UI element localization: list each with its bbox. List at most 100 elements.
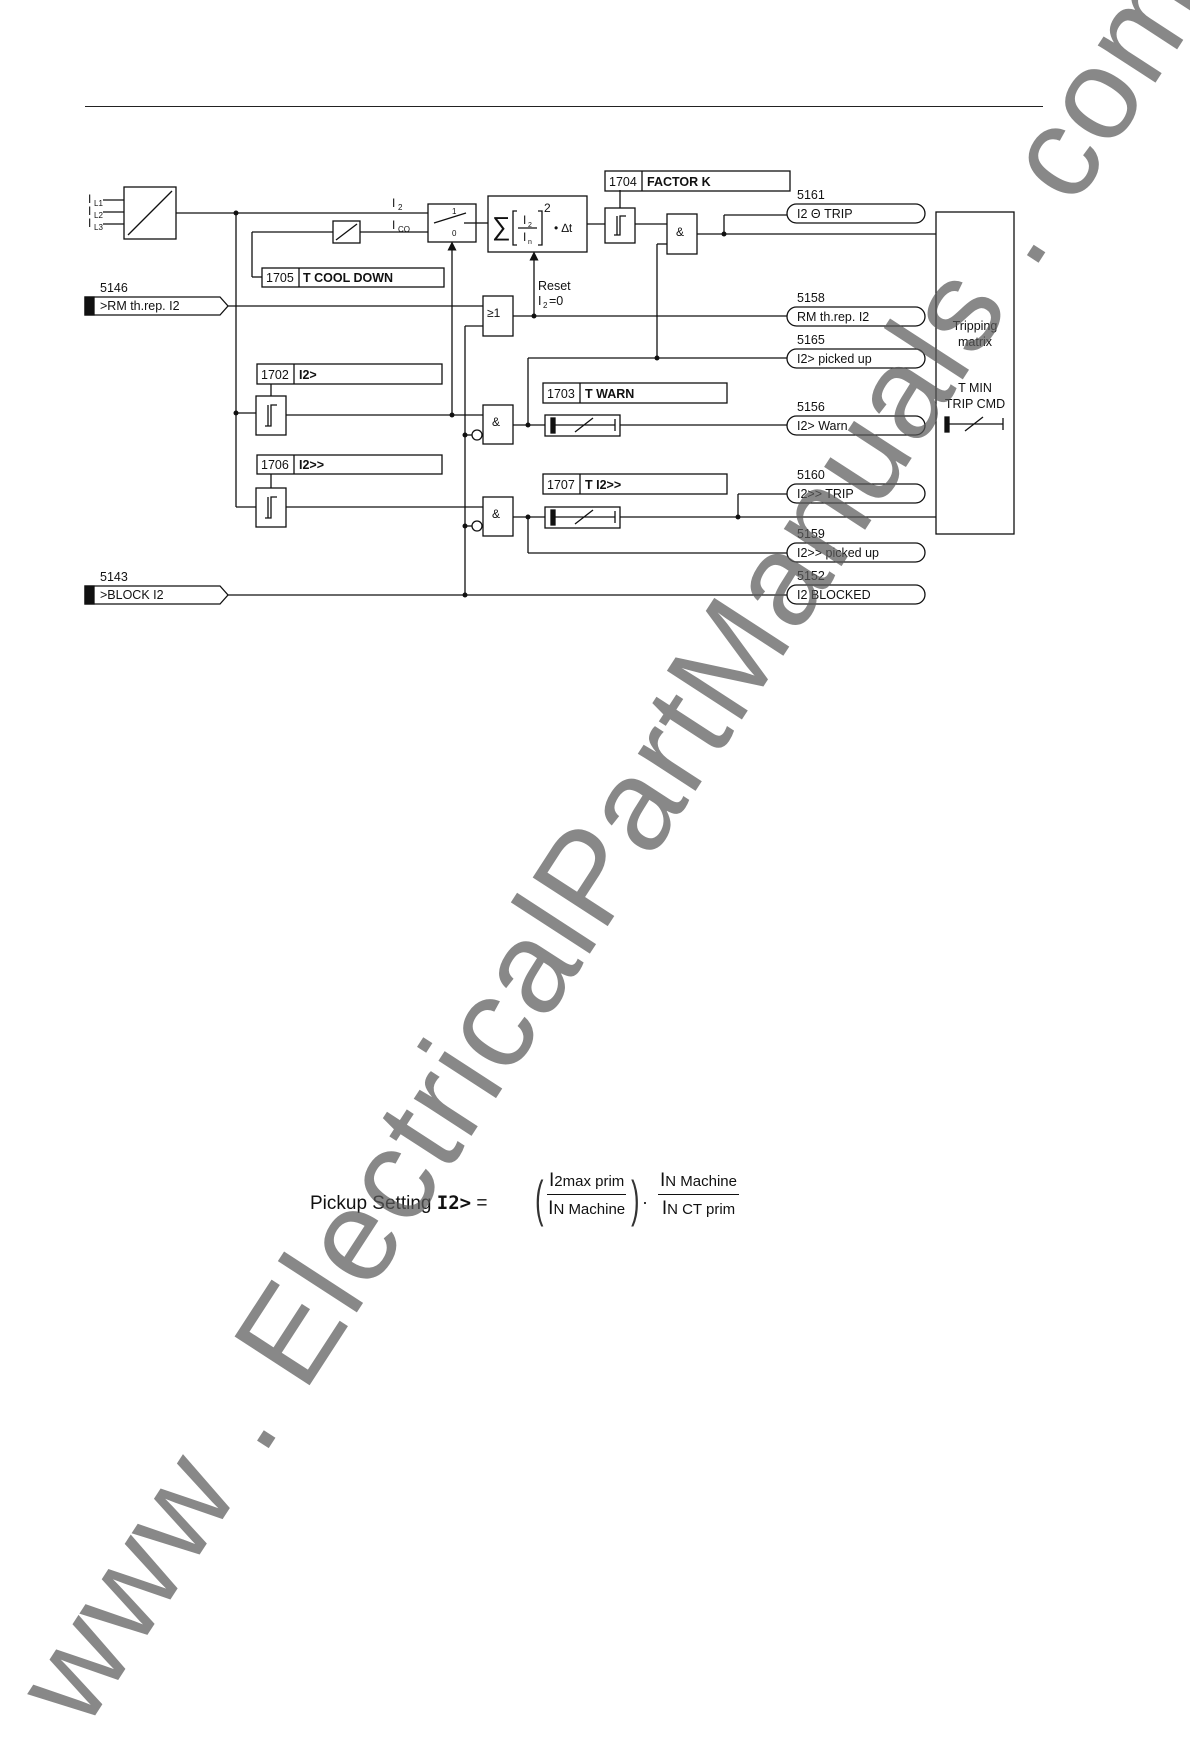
cool-down-label: T COOL DOWN [303, 271, 393, 285]
output-5161-label: I2 Θ TRIP [797, 207, 853, 221]
i2-gtgt-threshold [255, 487, 287, 528]
output-5160-label: I2>> TRIP [797, 487, 854, 501]
i2-gt-label: I2> [299, 368, 317, 382]
and-gate-trip: & [666, 213, 698, 255]
f1-num-sub: 2max prim [554, 1173, 625, 1190]
formula-label: Pickup Setting I2> = [310, 1192, 487, 1215]
t-i2-gtgt-number: 1707 [547, 478, 575, 492]
current-l2-sub: L2 [94, 211, 103, 220]
setting-t-i2-gtgt: 1707 T I2>> [542, 473, 728, 495]
formula-eq: = [471, 1193, 488, 1214]
t-warn-number: 1703 [547, 387, 575, 401]
and-gate-i2gtgt-label: & [492, 507, 500, 521]
switch-pos-0: 0 [452, 229, 457, 238]
integrator-block: ∑ I 2 I n 2 • ∆t [487, 195, 588, 253]
logic-diagram: I L1 I L2 I L3 1705 T CO [84, 170, 1015, 605]
f1-den-i: I [548, 1198, 554, 1219]
header-rule [85, 106, 1043, 107]
switch-i2-sub: 2 [398, 203, 403, 212]
output-5159-label: I2>> picked up [797, 546, 879, 560]
output-5158: 5158 RM th.rep. I2 [786, 291, 926, 327]
pickup-formula: Pickup Setting I2> = ( I2max prim IN Mac… [310, 1170, 750, 1240]
input-block: 5143 >BLOCK I2 [84, 570, 229, 605]
or-gate: ≥1 [482, 295, 514, 337]
and-gate-trip-label: & [676, 225, 684, 239]
setting-cool-down: 1705 T COOL DOWN [261, 267, 445, 288]
formula-label-text: Pickup Setting [310, 1193, 437, 1214]
formula-param: I2> [436, 1192, 472, 1214]
output-5156-number: 5156 [797, 400, 825, 414]
output-5152-label: I2 BLOCKED [797, 588, 871, 602]
setting-t-warn: 1703 T WARN [542, 382, 728, 404]
f1-den-sub: N Machine [553, 1201, 626, 1218]
current-l1-label: I [88, 192, 91, 206]
f2-num-i: I [660, 1170, 666, 1191]
output-5152-number: 5152 [797, 569, 825, 583]
factor-k-threshold [604, 207, 636, 244]
t-warn-label: T WARN [585, 387, 634, 401]
timer-t-warn [544, 414, 621, 437]
current-l1-sub: L1 [94, 199, 103, 208]
or-gate-label: ≥1 [487, 306, 501, 320]
output-5159-number: 5159 [797, 527, 825, 541]
switch-i2-label: I [392, 196, 395, 210]
current-l3-label: I [88, 216, 91, 230]
i2-gt-threshold [255, 395, 287, 436]
i2-gtgt-number: 1706 [261, 458, 289, 472]
current-l3-sub: L3 [94, 223, 103, 232]
output-5161: 5161 I2 Θ TRIP [786, 188, 926, 224]
tripping-matrix-line2: matrix [958, 335, 993, 349]
switch-pos-1: 1 [452, 207, 457, 216]
current-l2-label: I [88, 204, 91, 218]
converter-block [123, 186, 177, 240]
tripping-matrix-line1: Tripping [953, 319, 998, 333]
and-gate-i2gtgt: & [471, 496, 514, 537]
output-5165-label: I2> picked up [797, 352, 872, 366]
output-5152: 5152 I2 BLOCKED [786, 569, 926, 605]
output-5160: 5160 I2>> TRIP [786, 468, 926, 504]
i2-gtgt-label: I2>> [299, 458, 324, 472]
tripping-matrix: Tripping matrix T MIN TRIP CMD [935, 211, 1015, 535]
switch-ico-sub: CO [398, 225, 410, 234]
formula-dot: · [642, 1192, 648, 1212]
and-gate-warn: & [471, 404, 514, 445]
block-label: >BLOCK I2 [100, 588, 164, 602]
reset-line2-rest: =0 [549, 294, 563, 308]
f1-num-i: I [549, 1170, 555, 1191]
integrator-num-sub: 2 [528, 222, 532, 229]
output-5165: 5165 I2> picked up [786, 333, 926, 369]
output-5158-number: 5158 [797, 291, 825, 305]
reset-line2-sub: 2 [543, 301, 548, 310]
switch-ico-label: I [392, 218, 395, 232]
input-rm-threp: 5146 >RM th.rep. I2 [84, 281, 229, 316]
reset-line1: Reset [538, 279, 571, 293]
output-5159: 5159 I2>> picked up [786, 527, 926, 563]
output-5156-label: I2> Warn [797, 419, 848, 433]
tmin-line2: TRIP CMD [945, 397, 1005, 411]
rm-threp-label: >RM th.rep. I2 [100, 299, 180, 313]
cool-down-number: 1705 [266, 271, 294, 285]
timer-t-i2-gtgt [544, 506, 621, 529]
reset-label: Reset I 2 =0 [538, 279, 571, 310]
output-5161-number: 5161 [797, 188, 825, 202]
integrator-num: I [523, 213, 526, 227]
current-switch: 1 0 I 2 I CO [392, 196, 477, 243]
left-paren: ( [535, 1171, 544, 1227]
cool-down-converter [332, 220, 361, 244]
integrator-den: I [523, 230, 526, 244]
integrator-dt: • ∆t [554, 221, 573, 235]
and-gate-warn-label: & [492, 415, 500, 429]
rm-threp-number: 5146 [100, 281, 128, 295]
fraction-1: I2max prim IN Machine [547, 1170, 627, 1220]
output-5160-number: 5160 [797, 468, 825, 482]
tmin-line1: T MIN [958, 381, 992, 395]
factor-k-label: FACTOR K [647, 175, 711, 189]
integrator-den-sub: n [528, 239, 532, 246]
setting-factor-k: 1704 FACTOR K [604, 170, 791, 192]
right-paren: ) [631, 1171, 640, 1227]
f2-den-i: I [661, 1198, 668, 1219]
f2-den-sub: N CT prim [667, 1201, 736, 1218]
block-number: 5143 [100, 570, 128, 584]
output-5158-label: RM th.rep. I2 [797, 310, 869, 324]
sigma-symbol: ∑ [492, 211, 511, 241]
